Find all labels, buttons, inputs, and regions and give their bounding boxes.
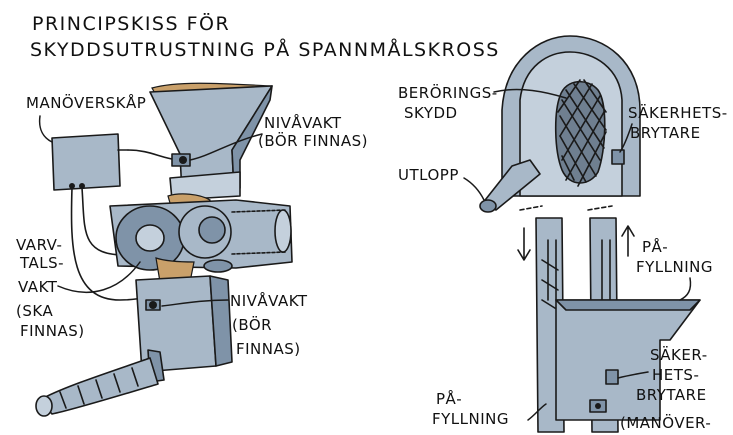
crusher-body bbox=[109, 199, 293, 273]
bucket-elevator-illustration bbox=[479, 35, 701, 433]
title-line-2: SKYDDSUTRUSTNING PÅ SPANNMÅLSKROSS bbox=[30, 38, 500, 61]
label-pafyllning-l-1: PÅ- bbox=[436, 389, 462, 408]
label-sakerhet-top-2: BRYTARE bbox=[630, 124, 701, 142]
label-varvtalsvakt-3: VAKT bbox=[18, 278, 58, 296]
label-pafyllning-r-2: FYLLNING bbox=[636, 258, 713, 276]
label-varvtalsvakt-4: (SKA bbox=[16, 302, 53, 320]
label-berorings-2: SKYDD bbox=[404, 104, 458, 122]
label-nivavakt-top-1: NIVÅVAKT bbox=[264, 113, 342, 132]
up-arrow bbox=[621, 225, 635, 257]
label-sakerhet-bot-1: SÄKER- bbox=[650, 345, 708, 364]
label-sakerhet-bot-3: BRYTARE bbox=[636, 386, 707, 404]
label-nivavakt-bot-1: NIVÅVAKT bbox=[230, 291, 308, 310]
control-cabinet bbox=[51, 133, 129, 191]
label-manover: (MANÖVER- bbox=[620, 413, 711, 432]
intake-hopper bbox=[555, 299, 701, 421]
label-nivavakt-top-2: (BÖR FINNAS) bbox=[258, 131, 368, 150]
left-labels: MANÖVERSKÅP NIVÅVAKT (BÖR FINNAS) VARV- … bbox=[16, 93, 368, 358]
lower-box bbox=[135, 275, 233, 373]
label-manoverskap: MANÖVERSKÅP bbox=[26, 93, 146, 112]
label-varvtalsvakt-5: FINNAS) bbox=[20, 322, 85, 340]
label-berorings-1: BERÖRINGS- bbox=[398, 83, 498, 102]
label-utlopp: UTLOPP bbox=[398, 166, 459, 184]
diagram-title: PRINCIPSKISS FÖR SKYDDSUTRUSTNING PÅ SPA… bbox=[30, 12, 500, 61]
elevator-head bbox=[501, 35, 641, 197]
label-nivavakt-bot-3: FINNAS) bbox=[236, 340, 301, 358]
label-nivavakt-bot-2: (BÖR bbox=[232, 315, 272, 334]
safety-switch-top bbox=[611, 149, 625, 165]
grain-crusher-illustration bbox=[35, 82, 293, 417]
label-varvtalsvakt-1: VARV- bbox=[16, 236, 62, 254]
down-arrow bbox=[517, 227, 531, 261]
label-sakerhet-top-1: SÄKERHETS- bbox=[628, 103, 728, 122]
level-switch-top bbox=[171, 153, 191, 167]
label-varvtalsvakt-2: TALS- bbox=[19, 254, 64, 272]
label-sakerhet-bot-2: HETS- bbox=[652, 366, 699, 384]
label-pafyllning-l-2: FYLLNING bbox=[432, 410, 509, 428]
title-line-1: PRINCIPSKISS FÖR bbox=[32, 12, 230, 35]
right-labels: BERÖRINGS- SKYDD SÄKERHETS- BRYTARE UTLO… bbox=[398, 83, 728, 432]
cabinet-cable-3 bbox=[127, 149, 179, 161]
screw-conveyor bbox=[35, 349, 165, 417]
mesh-guard bbox=[554, 79, 607, 187]
outlet-spout bbox=[479, 159, 541, 213]
feed-throat bbox=[169, 171, 241, 201]
label-pafyllning-r-1: PÅ- bbox=[642, 237, 668, 256]
